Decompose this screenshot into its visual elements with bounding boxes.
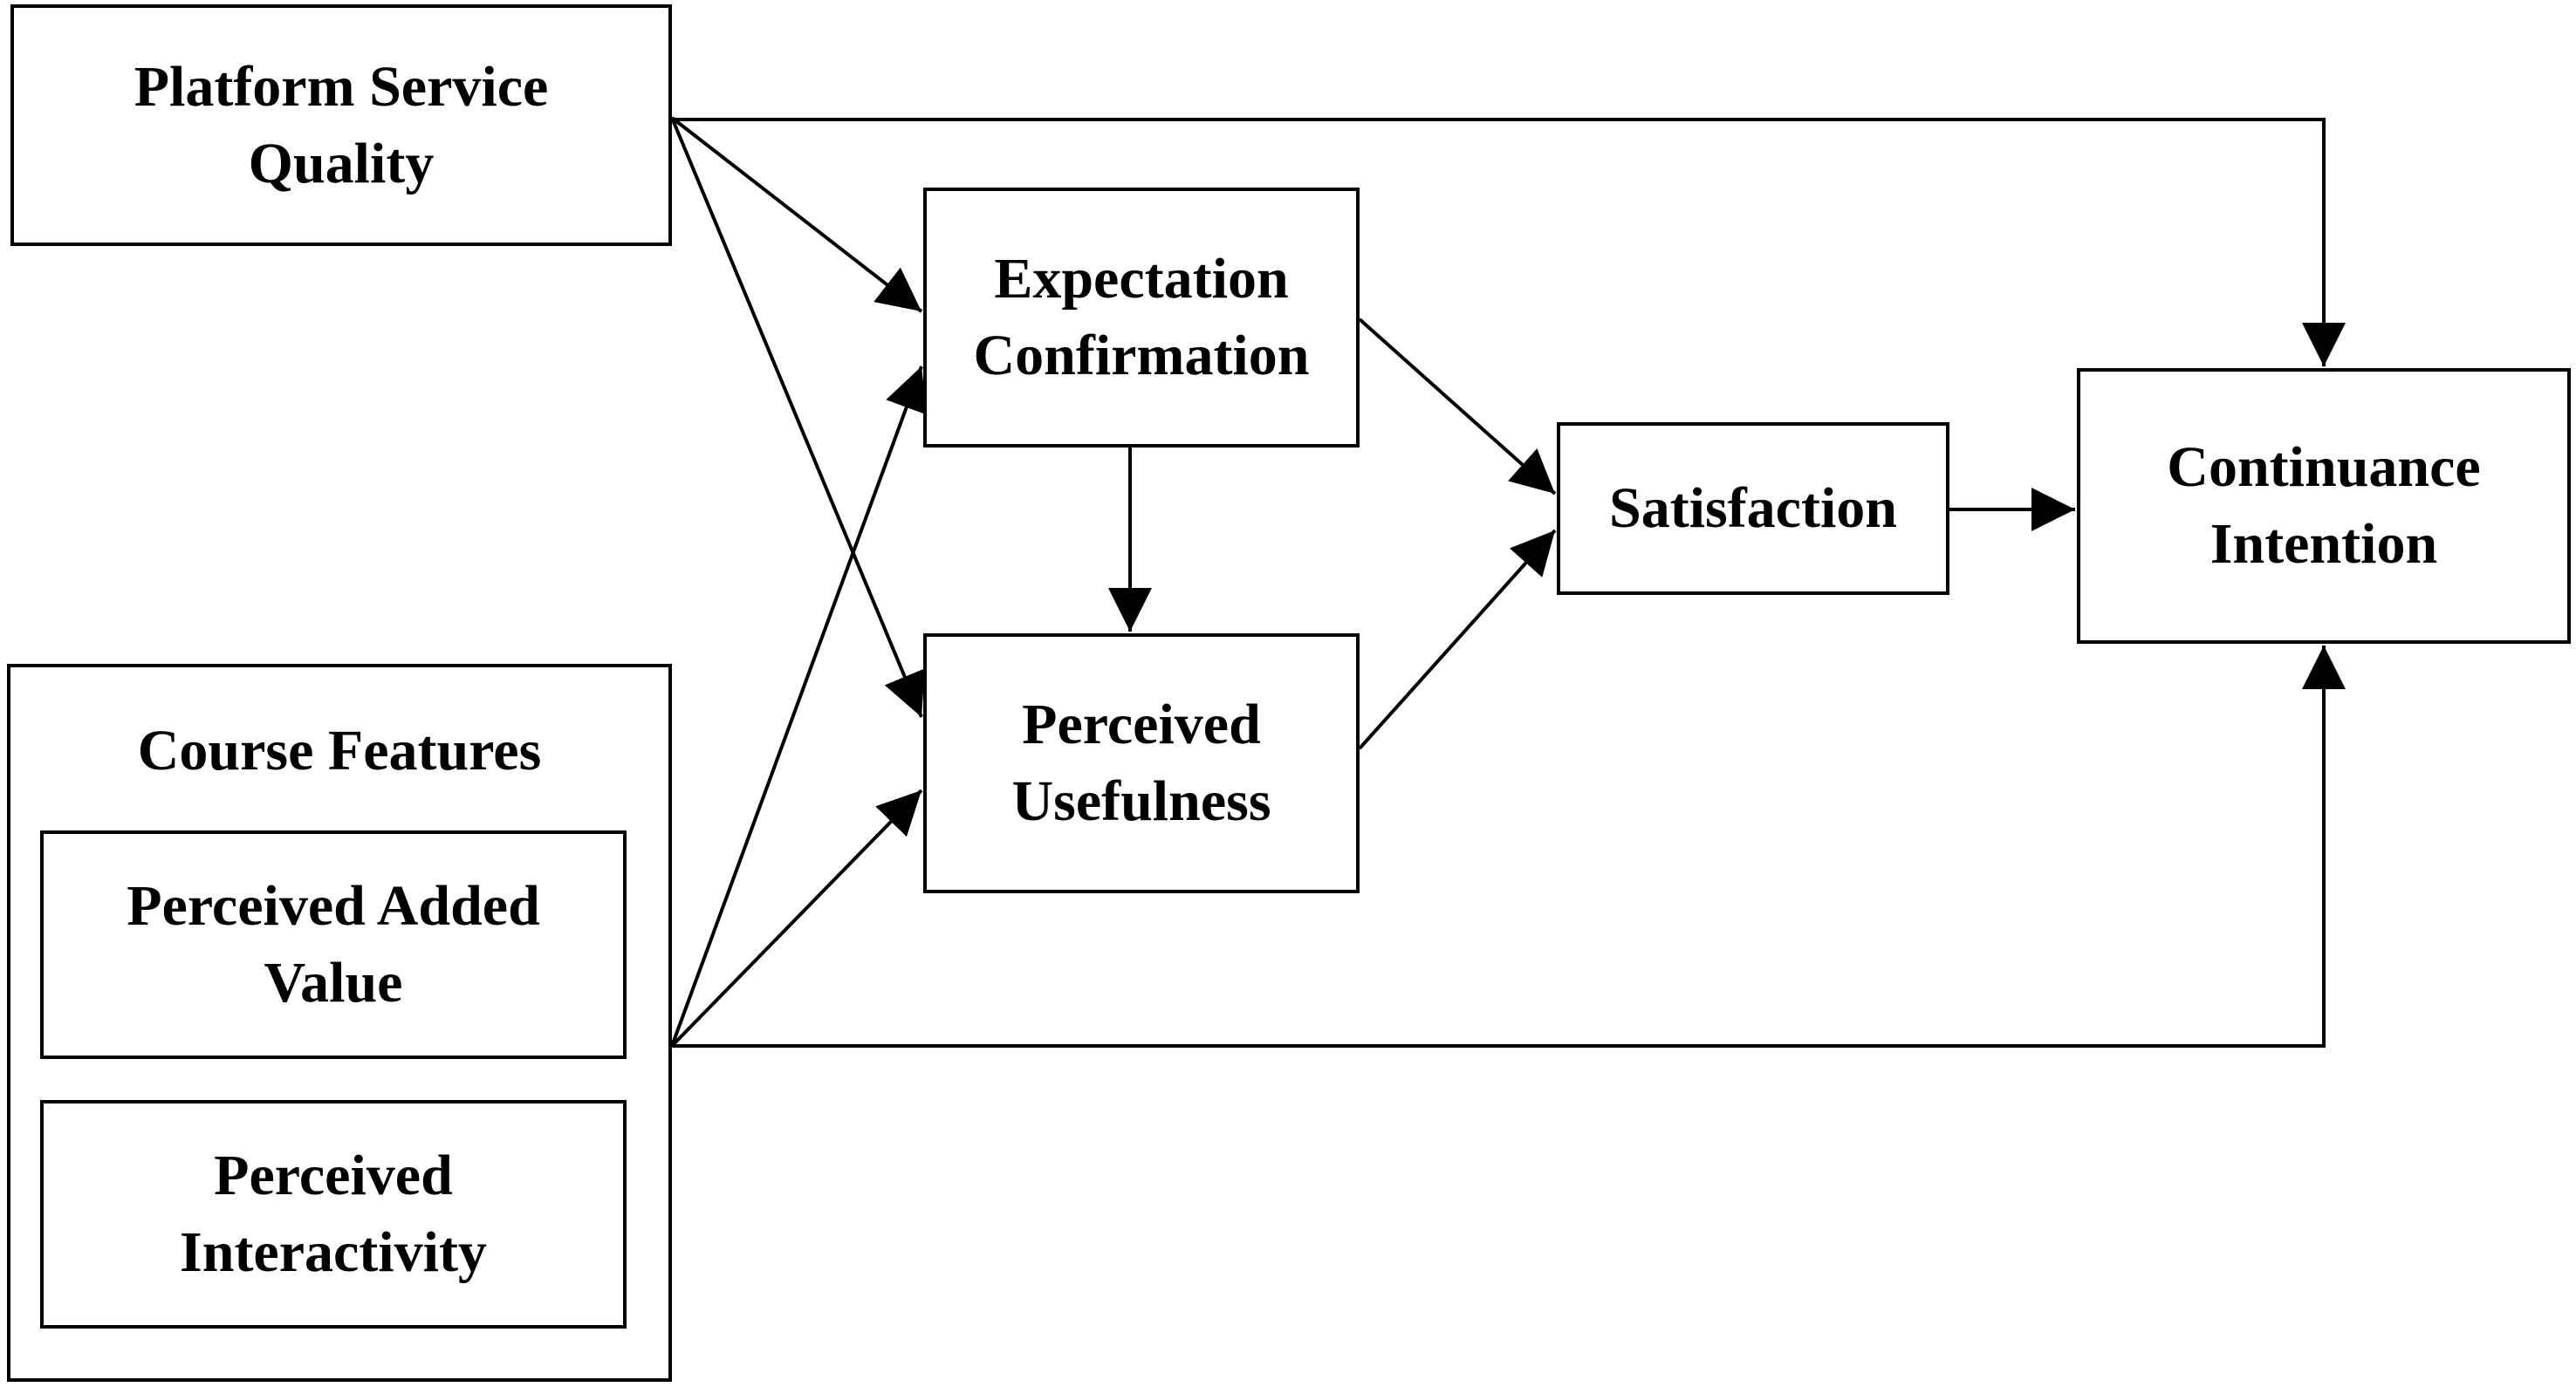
edge-expectation-confirmation-to-satisfaction (1358, 318, 1557, 495)
edge-psq-to-perceived-usefulness (670, 117, 925, 718)
node-satisfaction: Satisfaction (1557, 422, 1949, 595)
node-perceived-usefulness-label: Perceived Usefulness (1011, 693, 1271, 833)
node-continuance-intention: Continuance Intention (2077, 368, 2571, 644)
node-platform-service-quality: Platform Service Quality (10, 4, 672, 246)
group-course-features-title: Course Features (137, 719, 542, 782)
node-platform-service-quality-label: Platform Service Quality (134, 54, 549, 195)
edge-perceived-usefulness-to-satisfaction (1358, 529, 1557, 750)
edge-psq-to-continuance-intention (672, 118, 2346, 366)
node-perceived-added-value: Perceived Added Value (40, 830, 627, 1059)
node-perceived-added-value-label: Perceived Added Value (127, 874, 540, 1015)
edge-course-features-to-perceived-usefulness (670, 789, 923, 1048)
edge-course-features-to-continuance-intention (672, 646, 2346, 1048)
node-continuance-intention-label: Continuance Intention (2167, 435, 2481, 576)
edge-course-features-to-expectation-confirmation (670, 366, 928, 1047)
node-expectation-confirmation-label: Expectation Confirmation (973, 247, 1310, 387)
node-perceived-interactivity: Perceived Interactivity (40, 1100, 627, 1329)
node-satisfaction-label: Satisfaction (1609, 476, 1897, 540)
node-perceived-interactivity-label: Perceived Interactivity (180, 1144, 487, 1284)
node-expectation-confirmation: Expectation Confirmation (923, 188, 1360, 448)
edge-psq-to-expectation-confirmation (670, 116, 923, 313)
node-perceived-usefulness: Perceived Usefulness (923, 633, 1360, 893)
